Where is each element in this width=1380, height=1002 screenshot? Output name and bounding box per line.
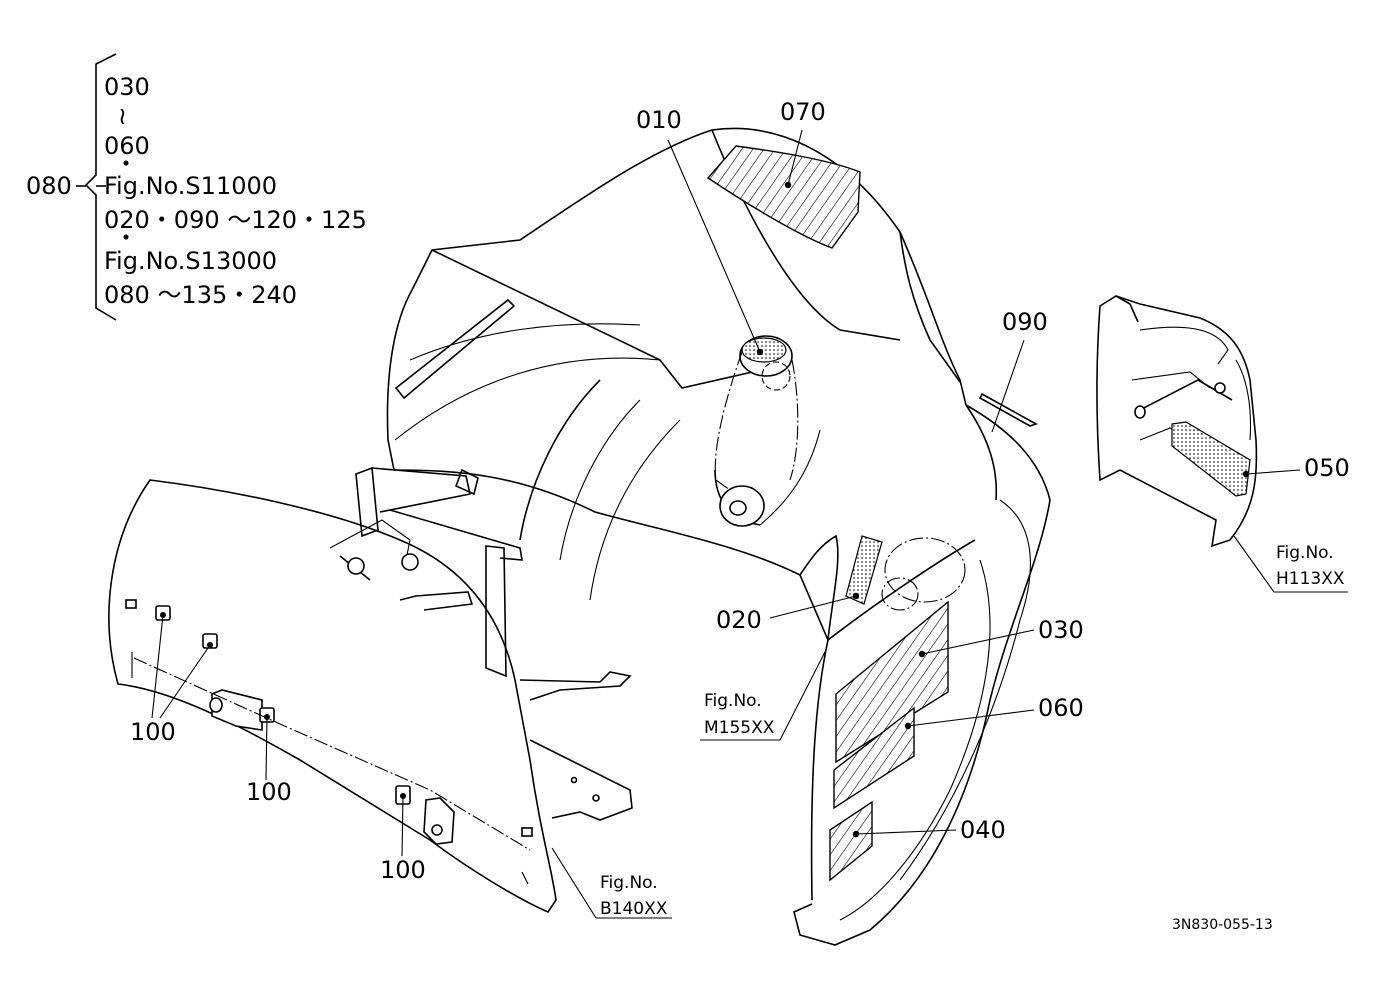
callout-020: 020 xyxy=(716,606,762,634)
callout-100-a: 100 xyxy=(130,718,176,746)
bom-line-8: Fig.No.S13000 xyxy=(104,247,277,275)
bom-line-1: 030 xyxy=(104,73,150,101)
part-050-side-panel xyxy=(1096,295,1258,548)
ref-m155-label: Fig.No. xyxy=(704,691,762,711)
drawing-code: 3N830-055-13 xyxy=(1172,917,1273,933)
bom-line-5: Fig.No.S11000 xyxy=(104,172,277,200)
ref-h113-code: H113XX xyxy=(1276,569,1345,589)
figure-references: Fig.No. H113XX Fig.No. M155XX Fig.No. B1… xyxy=(600,543,1345,933)
ref-b140-label: Fig.No. xyxy=(600,873,658,893)
callout-040: 040 xyxy=(960,816,1006,844)
ref-b140-code: B140XX xyxy=(600,899,668,919)
bom-line-4: ・ xyxy=(114,150,138,178)
front-panel xyxy=(108,466,633,913)
callout-030: 030 xyxy=(1038,616,1084,644)
leader-lines xyxy=(151,129,1348,919)
dash-oval xyxy=(884,537,966,603)
callout-060: 060 xyxy=(1038,694,1084,722)
part-040-decal xyxy=(829,800,873,882)
callout-100-c: 100 xyxy=(380,856,426,884)
part-060-decal xyxy=(833,706,915,810)
ref-m155-code: M155XX xyxy=(704,718,775,738)
bom-line-6: 020・090 ～120・125 xyxy=(104,206,367,234)
bom-block: 080 030 ≀ 060 ・ Fig.No.S11000 020・090 ～1… xyxy=(26,53,367,321)
hole-ring xyxy=(881,577,919,611)
part-090-strip xyxy=(978,392,1038,427)
bom-line-7: ・ xyxy=(114,224,138,252)
callout-100-b: 100 xyxy=(246,778,292,806)
callout-050: 050 xyxy=(1304,454,1350,482)
bom-line-2: ≀ xyxy=(118,102,127,130)
ref-h113-label: Fig.No. xyxy=(1276,543,1334,563)
part-030-decal xyxy=(835,600,949,764)
part-070-vent xyxy=(706,145,861,249)
callout-090: 090 xyxy=(1002,308,1048,336)
bom-line-3: 060 xyxy=(104,132,150,160)
part-020-label xyxy=(845,535,883,605)
bom-main-number: 080 xyxy=(26,172,72,200)
callout-070: 070 xyxy=(780,98,826,126)
part-100-clips xyxy=(133,605,531,851)
bom-bracket xyxy=(84,53,117,321)
bom-line-9: 080 ～135・240 xyxy=(104,281,297,309)
callouts: 010 070 090 050 020 030 060 040 100 100 … xyxy=(130,98,1350,884)
callout-010: 010 xyxy=(636,106,682,134)
part-010-mount xyxy=(714,335,799,527)
bonnet-hood xyxy=(386,127,1051,946)
